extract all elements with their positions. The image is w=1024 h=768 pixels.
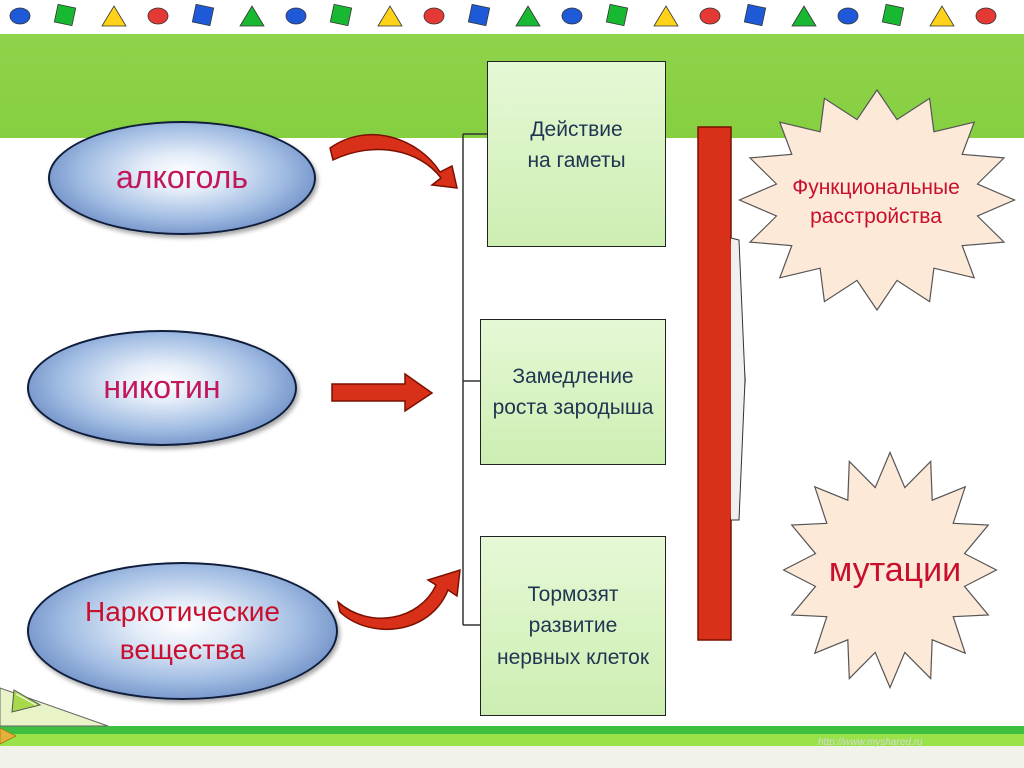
effect-box: Замедление роста зародыша [480,319,666,465]
effect-label: Замедление роста зародыша [492,364,654,420]
effect-label: Действие на гаметы [527,117,626,173]
decorative-shape [329,3,353,27]
big-right-arrow-icon [697,126,746,641]
decorative-shape [467,3,491,27]
watermark: http://www.myshared.ru [818,737,923,748]
decorative-shape [377,5,403,27]
outcome-functional-disorders: Функциональные расстройства [756,165,996,239]
ruler-triangle-icon [0,687,109,745]
decorative-shape [515,5,541,27]
connector-bracket [462,133,488,626]
outcome-label: Функциональные расстройства [792,175,960,228]
curved-arrow-icon [329,133,458,189]
decorative-shape [147,7,169,25]
decorative-shapes-icon [9,3,997,27]
source-label: Наркотические вещества [85,596,280,665]
footer-strip [0,746,1024,768]
outcome-mutations: мутации [800,540,990,600]
decorative-shape [191,3,215,27]
star-burst-icon [737,88,1017,312]
right-arrow-icon [331,372,434,413]
effect-box: Тормозят развитие нервных клеток [480,536,666,716]
decorative-shape [53,3,77,27]
decorative-shape [881,3,905,27]
decorative-shape [929,5,955,27]
decorative-shape [743,3,767,27]
star-burst-icon [782,450,998,690]
footer-band [0,726,1024,734]
source-alcohol: алкоголь [48,121,316,235]
decorative-top-strip [0,0,1024,34]
decorative-shape [605,3,629,27]
decorative-shape [9,7,31,25]
decorative-shape [975,7,997,25]
decorative-shape [285,7,307,25]
source-label: никотин [103,369,221,406]
effect-box: Действие на гаметы [487,61,666,247]
decorative-shape [561,7,583,25]
source-label: алкоголь [115,159,249,196]
source-drugs: Наркотические вещества [27,562,338,700]
decorative-shape [791,5,817,27]
outcome-label: мутации [828,550,962,589]
decorative-shape [837,7,859,25]
footer-band-light [0,734,1024,746]
curved-arrow-icon [336,568,461,631]
decorative-shape [101,5,127,27]
decorative-shape [653,5,679,27]
decorative-shape [699,7,721,25]
decorative-shape [239,5,265,27]
source-nicotine: никотин [27,330,297,446]
decorative-shape [423,7,445,25]
effect-label: Тормозят развитие нервных клеток [496,582,650,669]
